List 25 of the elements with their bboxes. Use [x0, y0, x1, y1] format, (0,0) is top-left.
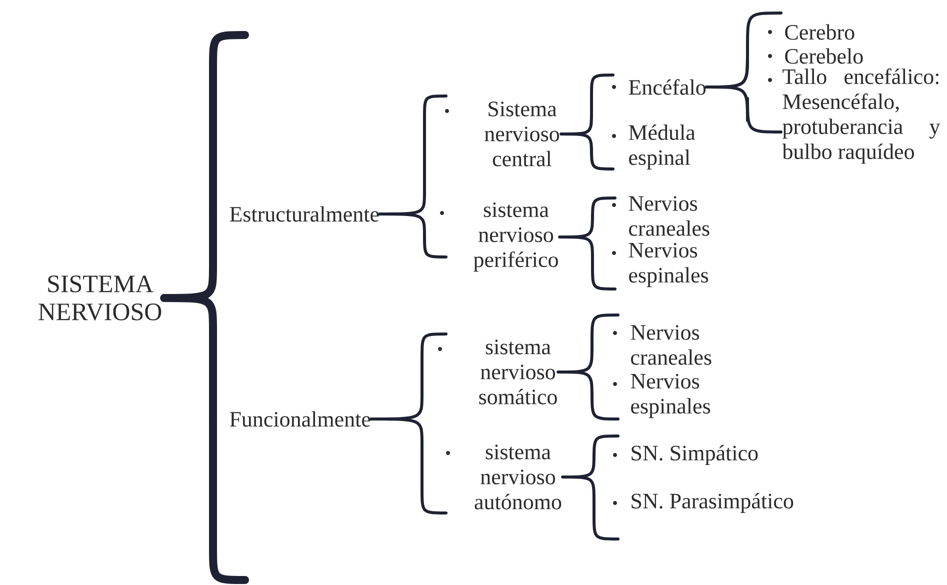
curly-brace [370, 418, 448, 514]
curly-brace [705, 86, 782, 134]
node-text: Tallo encefálico: Mesencéfalo, protuberancia y bulbo raquídeo [782, 68, 940, 164]
node-text: Nervios craneales [630, 325, 712, 365]
node-text: sistema nervioso somático [479, 340, 557, 404]
node-text: Nervios espinales [630, 374, 710, 418]
node-text: Médula espinal [628, 124, 696, 170]
node-text: Funcionalmente [230, 411, 370, 427]
node-text: Encéfalo [628, 79, 706, 95]
node-text: Cerebro [785, 24, 854, 40]
node-text: Estructuralmente [230, 206, 379, 222]
node-text: Cerebelo [785, 48, 863, 64]
node-text: sistema nervioso periférico [474, 202, 558, 272]
node-text: Sistema nervioso central [484, 102, 560, 166]
node-text: Nervios craneales [628, 196, 710, 236]
node-text: SN. Parasimpático [632, 493, 794, 513]
node-text: SISTEMA NERVIOSO [38, 276, 162, 320]
curly-brace [558, 236, 616, 290]
node-text: SN. Simpático [632, 445, 758, 465]
curly-brace [561, 476, 620, 540]
node-text: Nervios espinales [628, 242, 708, 288]
curly-brace [378, 212, 448, 258]
node-text: sistema nervioso autónomo [474, 444, 562, 510]
curly-brace [560, 132, 614, 170]
curly-brace [556, 370, 620, 420]
